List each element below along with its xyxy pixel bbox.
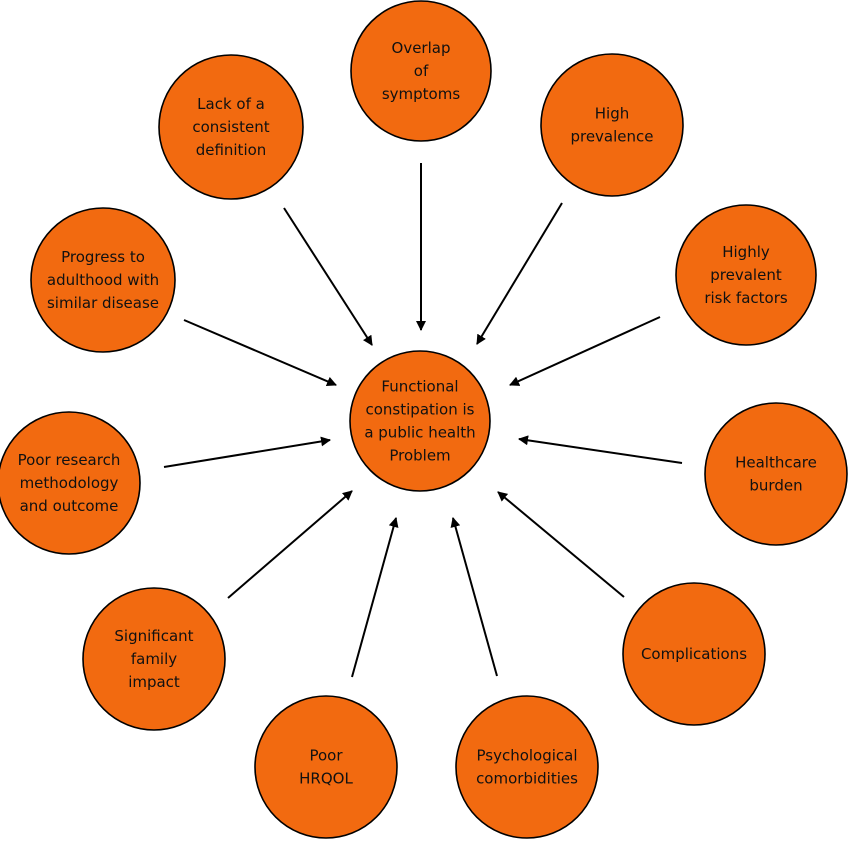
factor-node-progress-to-adulthood-circle <box>30 207 176 353</box>
factor-node-highly-prevalent-risk-factors-label-line: prevalent <box>710 266 782 284</box>
factor-node-highly-prevalent-risk-factors-label-line: Highly <box>722 243 770 261</box>
factor-node-progress-to-adulthood-label-line: Progress to <box>61 248 145 266</box>
factor-node-significant-family-impact-label-line: family <box>131 650 177 668</box>
factor-node-high-prevalence-label-line: High <box>595 105 629 123</box>
factor-node-significant-family-impact-label-line: impact <box>128 673 180 691</box>
factor-node-overlap-of-symptoms-label-line: Overlap <box>392 39 451 57</box>
factor-node-poor-research-methodology-label-line: Poor research <box>18 451 121 469</box>
factor-node-healthcare-burden: Healthcare burden <box>704 402 848 546</box>
factor-node-significant-family-impact-label-line: Significant <box>114 627 193 645</box>
factor-node-psychological-comorbidities-label-line: Psychological <box>476 747 577 765</box>
factor-node-highly-prevalent-risk-factors: Highly prevalent risk factors <box>675 204 817 346</box>
factor-node-significant-family-impact: Significant family impact <box>82 587 226 731</box>
factor-node-lack-of-consistent-definition-circle <box>158 54 304 200</box>
center-node-label-line: Problem <box>389 447 450 465</box>
factor-node-overlap-of-symptoms-label-line: symptoms <box>382 85 460 103</box>
factor-node-complications: Complications <box>622 582 766 726</box>
factor-node-lack-of-consistent-definition-label-line: consistent <box>192 118 269 136</box>
center-node-label-line: Functional <box>381 378 458 396</box>
factor-node-poor-research-methodology: Poor research methodology and outcome <box>0 411 141 555</box>
factor-node-complications-circle <box>622 582 766 726</box>
factor-node-poor-hrqol-label-line: HRQOL <box>299 770 353 788</box>
factor-node-lack-of-consistent-definition: Lack of a consistent definition <box>158 54 304 200</box>
arrow-poor-research-methodology-to-center <box>163 436 331 468</box>
arrow-progress-to-adulthood-to-center <box>183 319 337 387</box>
factor-node-healthcare-burden-circle <box>704 402 848 546</box>
arrow-poor-hrqol-to-center <box>351 517 399 678</box>
center-node: Functional constipation is a public health… <box>349 350 491 492</box>
factor-node-poor-hrqol-circle <box>254 695 398 839</box>
factor-node-psychological-comorbidities-label-line: comorbidities <box>476 770 578 788</box>
arrow-high-prevalence-to-center <box>476 202 563 345</box>
factor-node-progress-to-adulthood-label-line: adulthood with <box>47 271 159 289</box>
factor-node-lack-of-consistent-definition-label-line: definition <box>196 141 267 159</box>
factor-node-overlap-of-symptoms: Overlap of symptoms <box>350 0 492 142</box>
factor-node-lack-of-consistent-definition-label-line: Lack of a <box>197 95 265 113</box>
factor-node-poor-hrqol-label-line: Poor <box>309 747 343 765</box>
factor-node-healthcare-burden-label-line: Healthcare <box>735 454 817 472</box>
factor-node-complications-label-line: Complications <box>641 645 747 663</box>
factor-node-high-prevalence: High prevalence <box>540 53 684 197</box>
arrow-healthcare-burden-to-center <box>518 435 683 464</box>
factor-node-high-prevalence-circle <box>540 53 684 197</box>
arrow-lack-of-consistent-definition-to-center <box>283 207 373 346</box>
arrow-complications-to-center <box>497 491 625 598</box>
factor-node-poor-research-methodology-label-line: methodology <box>20 474 119 492</box>
factor-node-psychological-comorbidities-circle <box>455 695 599 839</box>
factor-node-progress-to-adulthood-label-line: similar disease <box>47 294 159 312</box>
arrow-psychological-comorbidities-to-center <box>450 517 498 677</box>
factor-node-progress-to-adulthood: Progress to adulthood with similar disease <box>30 207 176 353</box>
factor-node-highly-prevalent-risk-factors-circle <box>675 204 817 346</box>
factor-node-healthcare-burden-label-line: burden <box>749 477 802 495</box>
center-node-circle <box>349 350 491 492</box>
arrow-significant-family-impact-to-center <box>227 490 353 599</box>
factor-node-overlap-of-symptoms-label-line: of <box>414 62 429 80</box>
factor-node-poor-research-methodology-label-line: and outcome <box>20 497 119 515</box>
factor-node-psychological-comorbidities: Psychological comorbidities <box>455 695 599 839</box>
center-node-label-line: constipation is <box>366 401 475 419</box>
center-node-label-line: a public health <box>364 424 475 442</box>
factor-node-overlap-of-symptoms-circle <box>350 0 492 142</box>
factor-node-highly-prevalent-risk-factors-label-line: risk factors <box>704 289 788 307</box>
factor-node-high-prevalence-label-line: prevalence <box>570 128 653 146</box>
factor-node-poor-research-methodology-circle <box>0 411 141 555</box>
arrow-highly-prevalent-risk-factors-to-center <box>509 316 661 386</box>
factor-node-significant-family-impact-circle <box>82 587 226 731</box>
